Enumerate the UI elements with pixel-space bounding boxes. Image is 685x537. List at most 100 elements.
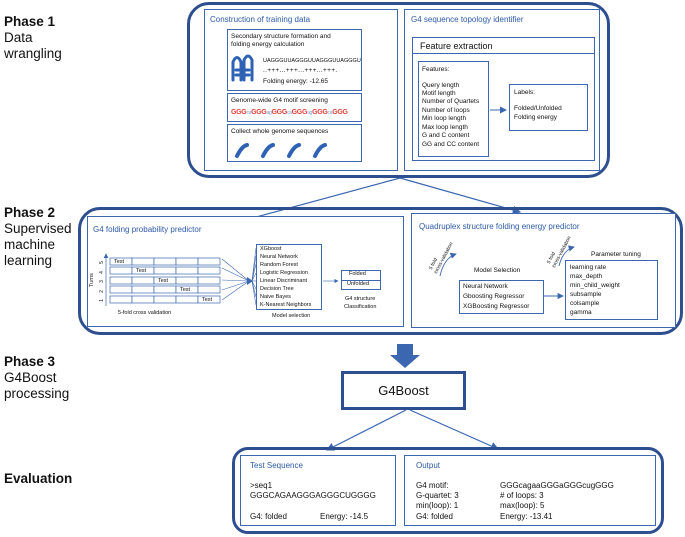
- rna-sequence: UAGGGUUAGGGUUAGGGUUAGGGU: [263, 58, 361, 64]
- test-sequence-panel: [240, 455, 396, 526]
- regressor-item: Gboosting Regressor: [463, 293, 525, 300]
- test-fold: Test: [114, 259, 125, 265]
- evaluation-label: Evaluation: [4, 471, 72, 487]
- output-cell: Energy: -13.41: [500, 512, 553, 521]
- parameter-item: colsample: [570, 300, 600, 307]
- phase-3-line-2: processing: [4, 386, 70, 401]
- phase-3-line-1: G4Boost: [4, 370, 57, 385]
- phase-3-title: Phase 3: [4, 354, 56, 369]
- output-cell: max(loop): 5: [500, 501, 545, 510]
- feature-item: Max loop length: [422, 124, 468, 131]
- test-sequence-value: GGGCAGAAGGGAGGGCUGGGG: [250, 491, 376, 500]
- model-item: K-Nearest Neighbors: [260, 302, 312, 308]
- motif-screening-title: Genome-wide G4 motif screening: [231, 97, 328, 104]
- feature-item: Query length: [422, 82, 460, 89]
- test-sequence-id: >seq1: [250, 481, 273, 490]
- motif-glyph: GGG: [312, 109, 328, 116]
- secondary-title-1: Secondary structure formation and: [231, 33, 331, 40]
- chromosome-icon: [287, 143, 301, 158]
- model-list: [256, 244, 322, 310]
- phase-2-label: Phase 2 Supervised machine learning: [4, 205, 72, 269]
- phase-2-title: Phase 2: [4, 205, 56, 220]
- secondary-structure-box: [227, 29, 362, 91]
- output-title: Output: [416, 461, 441, 470]
- output-cell: GGGcagaaGGGaGGGcugGGG: [500, 481, 614, 490]
- features-box: [418, 61, 489, 157]
- phase-1-container: [187, 2, 610, 178]
- output-cell: G4: folded: [416, 512, 453, 521]
- chromosome-icon: [235, 143, 249, 158]
- training-data-title: Construction of training data: [210, 15, 311, 24]
- secondary-title-2: folding energy calculation: [231, 41, 305, 48]
- model-item: Logistic Regression: [260, 270, 308, 276]
- cv-arc-icon: [558, 245, 575, 267]
- parameter-item: gamma: [570, 309, 592, 316]
- motif-glyph: GGG: [291, 109, 308, 116]
- motif-glyph-row: GGGcaGGGagGGGcaGGGagGGGcaGGG: [231, 109, 348, 116]
- parameter-list: [565, 260, 658, 320]
- feature-item: Motif length: [422, 90, 456, 97]
- phase-2-line-1: Supervised: [4, 221, 72, 236]
- arrow-phase1-to-right: [399, 177, 522, 215]
- feature-item: GG and CC content: [422, 141, 480, 148]
- output-divider: [341, 280, 381, 281]
- collect-genome-box: [227, 124, 362, 162]
- phase-2-container: [78, 207, 683, 335]
- model-selection-title: Model Selection: [474, 267, 521, 274]
- folding-energy: Folding energy: -12.65: [263, 78, 329, 85]
- feature-extraction-divider: [412, 53, 595, 54]
- test-energy: Energy: -14.5: [320, 512, 369, 521]
- classification-caption-2: Classification: [344, 304, 377, 310]
- output-cell: G4 motif:: [416, 481, 449, 490]
- dot-bracket: ..+++...+++...+++...+++.: [263, 67, 338, 74]
- test-fold: Test: [180, 287, 191, 293]
- parameter-tuning-title: Parameter tuning: [591, 251, 641, 258]
- output-cell: # of loops: 3: [500, 491, 544, 500]
- classification-caption-1: G4 structure: [345, 296, 376, 302]
- model-item: Naive Bayes: [260, 294, 291, 300]
- motif-glyph: GGG: [231, 109, 247, 116]
- evaluation-title: Evaluation: [4, 471, 73, 486]
- model-item: XGboost: [260, 246, 282, 252]
- arrow-phase1-to-left: [236, 177, 401, 225]
- feature-item: Number of loops: [422, 107, 470, 114]
- cv-arc-icon: [439, 252, 457, 277]
- labels-box: [509, 84, 588, 131]
- g4boost-label: G4Boost: [378, 383, 429, 398]
- parameter-item: min_child_weight: [570, 282, 620, 289]
- parameter-item: max_depth: [570, 273, 603, 280]
- test-fold: Test: [136, 268, 147, 274]
- motif-screening-box: [227, 93, 362, 122]
- chromosome-icon: [261, 143, 275, 158]
- test-fold: Test: [158, 278, 169, 284]
- labels-label: Labels:: [514, 89, 535, 96]
- phase-1-line-2: wrangling: [4, 46, 62, 61]
- model-item: Neural Network: [260, 254, 298, 260]
- phase-2-line-2: machine: [4, 237, 56, 252]
- motif-glyph: GGG: [271, 109, 288, 116]
- g4boost-box: G4Boost: [341, 371, 466, 410]
- output-unfolded: Unfolded: [347, 281, 370, 287]
- phase-1-line-1: Data: [4, 30, 33, 45]
- feature-item: G and C content: [422, 132, 470, 139]
- model-item: Decision Tree: [260, 286, 294, 292]
- chromosome-icon: [313, 143, 327, 158]
- label-item: Folded/Unfolded: [514, 105, 562, 112]
- output-cell: G-quartet: 3: [416, 491, 459, 500]
- evaluation-container: [232, 447, 664, 534]
- arrow-g4boost-to-test: [325, 409, 407, 451]
- model-item: Random Forest: [260, 262, 298, 268]
- output-panel: [404, 455, 656, 526]
- label-item: Folding energy: [514, 114, 557, 121]
- output-folded: Folded: [349, 271, 366, 277]
- test-sequence-title: Test Sequence: [250, 461, 303, 470]
- features-label: Features:: [422, 66, 450, 73]
- parameter-item: learning rate: [570, 264, 607, 271]
- feature-item: Min loop length: [422, 115, 467, 122]
